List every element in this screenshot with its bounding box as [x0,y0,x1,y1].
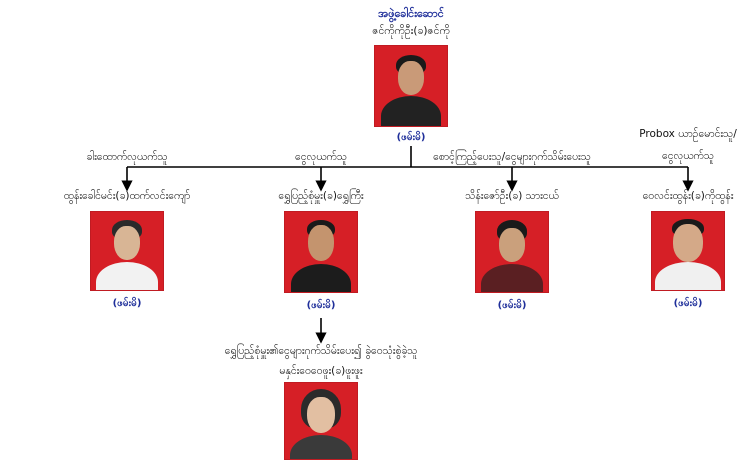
branch-4-role-line2: ငွေလုယက်သူ [662,150,714,162]
branch-2-photo [284,211,358,293]
sub-name: မနှင်းဝေဝေဖူး(ခ)ဖူးဖူး [279,365,363,377]
leader-name: ဇင်ကိုကိုဦး(ခ)ဇင်ကို [372,25,450,37]
branch-4-role-line1: Probox ယာဉ်မောင်းသူ/ [639,128,737,140]
leader-status: (ဖမ်းမိ) [396,132,426,143]
branch-1-role: ခါးထောက်လုယက်သူ [86,151,168,163]
branch-2-role: ငွေလုယက်သူ [295,151,347,163]
sub-photo [284,382,358,460]
leader-title: အဖွဲ့ခေါင်းဆောင် [378,7,444,20]
branch-3-role: စောင့်ကြည့်ပေးသူ/ငွေများဂုက်သိမ်းပေးသူ [433,151,591,163]
branch-3-photo [475,211,549,293]
branch-1-status: (ဖမ်းမိ) [112,298,142,309]
sub-role: ရွှေပြည့်စုံမှူး၏ငွေများဂုက်သိမ်းပေး၍ ခွ… [224,345,418,357]
branch-4-photo [651,211,725,291]
branch-4-name: ဝေလင်းထွန်း(ခ)ကိုထွန်း [642,190,734,202]
branch-1-photo [90,211,164,291]
branch-3-name: သိန်းဇော်ဦး(ခ) သားငယ် [465,190,559,202]
branch-4-status: (ဖမ်းမိ) [673,298,703,309]
branch-3-status: (ဖမ်းမိ) [497,300,527,311]
leader-photo [374,45,448,127]
branch-1-name: ထွန်းခေါင်မင်း(ခ)ထက်လင်းကျော် [63,190,191,202]
branch-2-status: (ဖမ်းမိ) [306,300,336,311]
branch-2-name: ရွှေပြည့်စုံမှူး(ခ)ရွှေကြီး [278,190,364,202]
